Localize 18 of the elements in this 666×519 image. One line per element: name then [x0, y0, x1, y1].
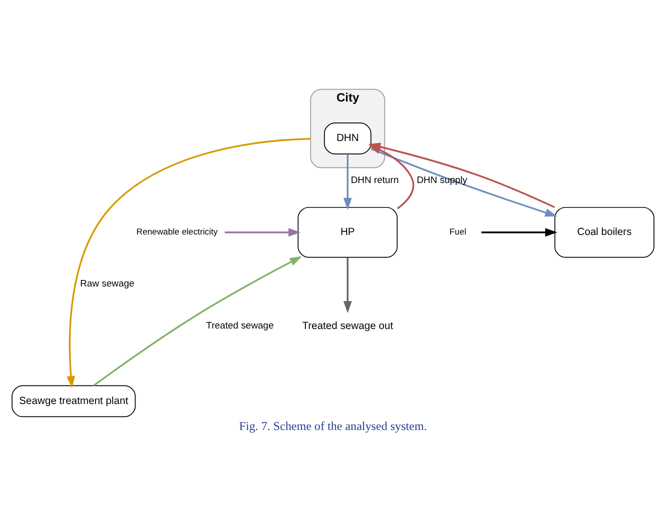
arrow: [370, 148, 558, 217]
arrow: [343, 257, 352, 314]
caption: Fig. 7. Scheme of the analysed system.: [239, 418, 427, 433]
arrow: [343, 154, 352, 210]
node-box: HP: [298, 206, 398, 258]
edge-label: Treated sewage: [206, 320, 274, 332]
node-box: DHN: [324, 122, 372, 154]
arrow: [481, 228, 558, 237]
node-text: Renewable electricity: [136, 226, 218, 237]
node-box: Coal boilers: [554, 206, 654, 258]
node-text: Fuel: [450, 226, 466, 237]
arrow: [93, 256, 302, 386]
arrow: [66, 138, 311, 388]
arrow: [224, 228, 301, 237]
edge-label: DHN return: [350, 175, 399, 186]
edge-label: Raw sewage: [80, 278, 134, 290]
node-box: Seawge treatment plant: [12, 385, 136, 418]
node-text: Treated sewage out: [302, 320, 394, 332]
